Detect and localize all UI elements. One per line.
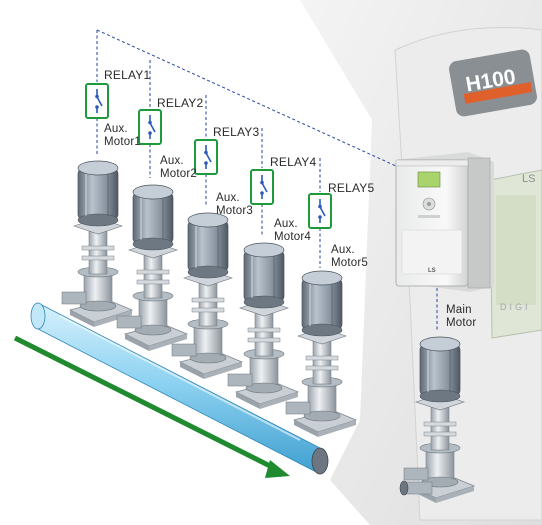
main-pump-outlet (399, 480, 433, 496)
aux-pump-2 (116, 184, 188, 352)
aux-pump-1 (61, 160, 133, 328)
relay-icon-5 (308, 193, 332, 229)
aux-motor-label-5-line2: Motor5 (331, 257, 368, 269)
panel-logo-text: LS (522, 173, 535, 185)
aux-motor-label-1: Aux. Motor1 (104, 123, 141, 149)
relay-icon-4 (250, 169, 274, 205)
aux-motor-label-3-line2: Motor3 (216, 205, 253, 217)
aux-motor-label-1-line1: Aux. (104, 123, 128, 135)
main-motor-label: Main Motor (446, 304, 476, 330)
aux-motor-label-4: Aux. Motor4 (274, 218, 311, 244)
aux-motor-label-2-line2: Motor2 (160, 168, 197, 180)
header-pipe (30, 302, 329, 475)
aux-motor-label-3: Aux. Motor3 (216, 192, 253, 218)
aux-motor-label-3-line1: Aux. (216, 192, 240, 204)
aux-motor-label-4-line1: Aux. (274, 218, 298, 230)
aux-motor-label-5: Aux. Motor5 (331, 244, 368, 270)
aux-motor-label-2: Aux. Motor2 (160, 155, 197, 181)
control-wiring (96, 29, 438, 330)
relay-label-2: RELAY2 (157, 96, 204, 110)
inverter-drive (395, 152, 494, 292)
panel-digits-text: DIGI (500, 302, 531, 312)
relay-icon-3 (194, 139, 218, 175)
aux-motor-label-5-line1: Aux. (331, 244, 355, 256)
flow-direction-arrow (13, 335, 290, 478)
main-motor-label-line1: Main (446, 304, 472, 316)
relay-label-5: RELAY5 (328, 181, 375, 195)
aux-pump-5 (285, 270, 357, 438)
inverter-logo-text: LS (428, 268, 436, 274)
aux-pump-3 (171, 212, 243, 380)
aux-motor-label-1-line2: Motor1 (104, 136, 141, 148)
main-motor-label-line2: Motor (446, 317, 477, 329)
relay-label-1: RELAY1 (104, 68, 151, 82)
relay-icon-1 (85, 83, 109, 119)
aux-motor-label-4-line2: Motor4 (274, 231, 311, 243)
relay-icon-2 (138, 109, 162, 145)
relay-label-3: RELAY3 (213, 125, 260, 139)
relay-label-4: RELAY4 (270, 155, 317, 169)
aux-pump-4 (227, 242, 299, 410)
aux-motor-label-2-line1: Aux. (160, 155, 184, 167)
